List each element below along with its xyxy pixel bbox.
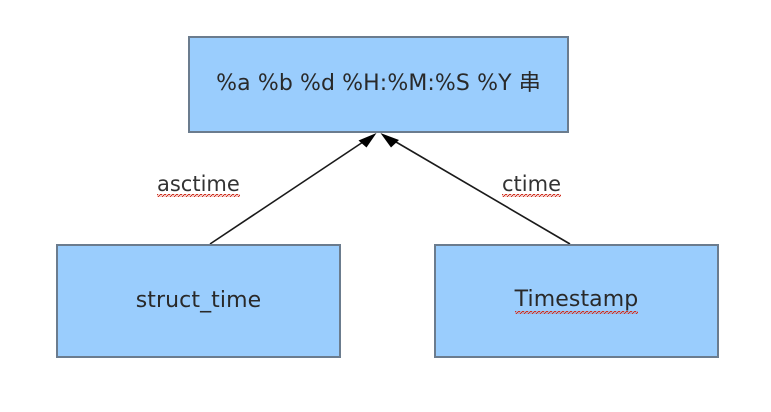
node-timestamp[interactable]: Timestamp [434,244,719,358]
node-struct-time[interactable]: struct_time [56,244,341,358]
edge-label-asctime: asctime [157,172,240,197]
node-struct-time-label: struct_time [135,287,262,313]
edge-label-ctime-text: ctime [502,172,561,197]
node-format-string-label: %a %b %d %H:%M:%S %Y 串 [216,71,541,97]
node-timestamp-label: Timestamp [514,287,639,314]
edge-label-ctime: ctime [502,172,561,197]
edge-ctime-arrowhead [380,133,399,148]
edge-label-asctime-text: asctime [157,172,240,197]
edge-asctime-arrowhead [358,133,377,148]
node-format-string[interactable]: %a %b %d %H:%M:%S %Y 串 [188,36,569,133]
